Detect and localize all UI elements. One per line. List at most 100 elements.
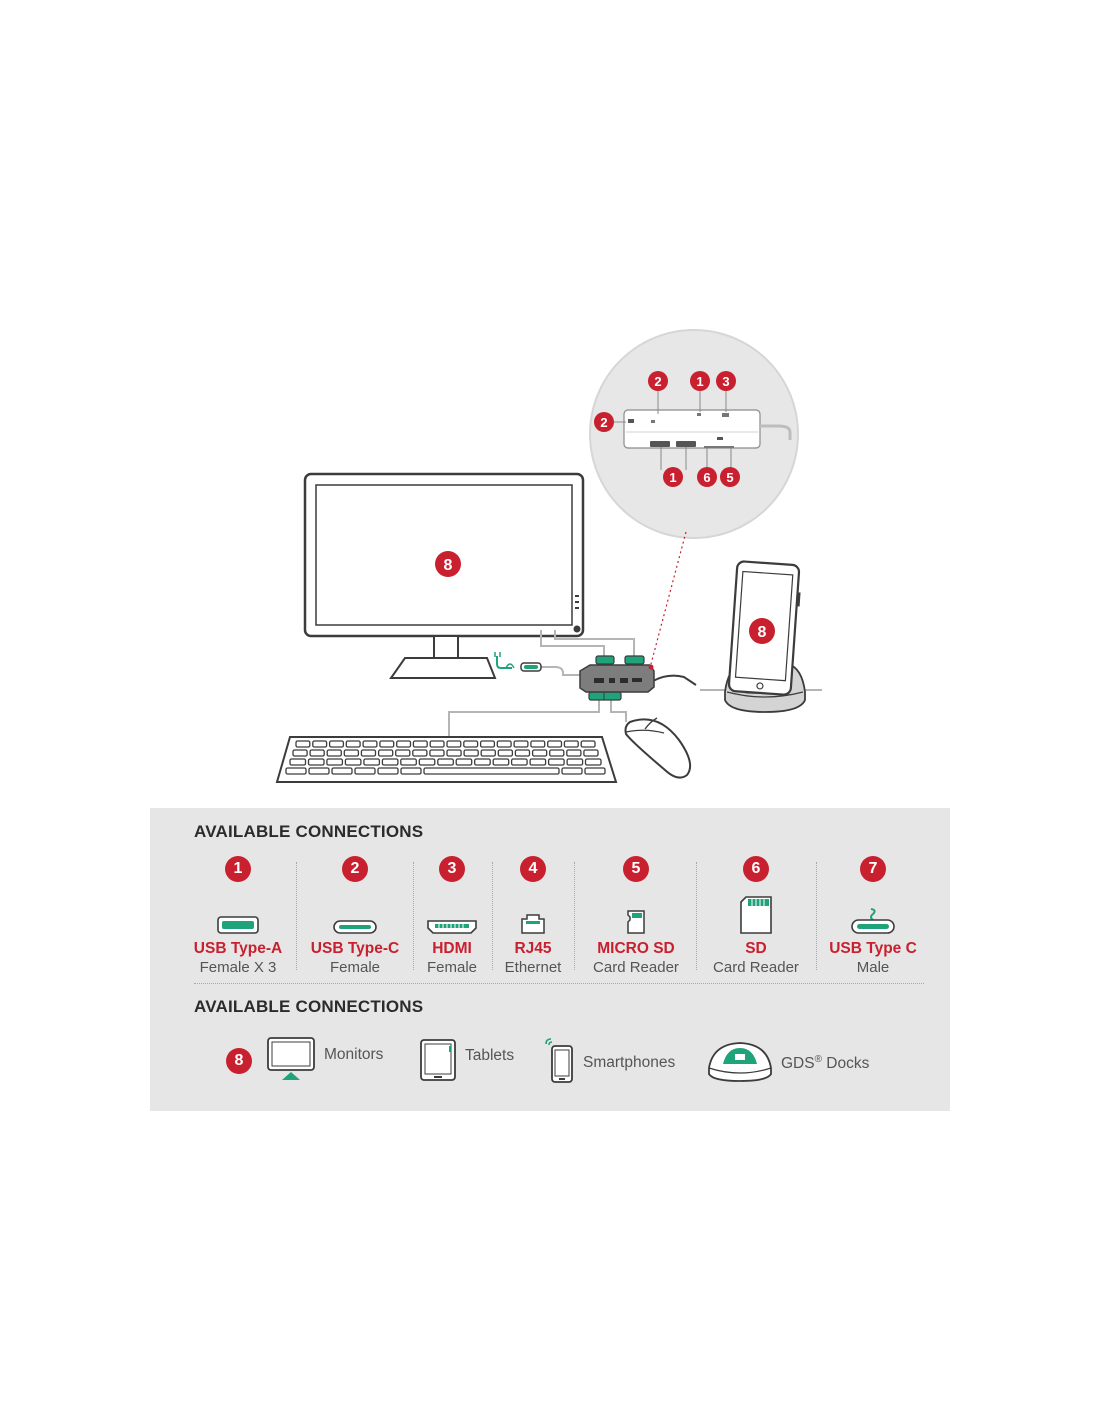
keyboard-key	[285, 767, 307, 775]
connection-name: MICRO SD	[597, 940, 675, 957]
ethernet-port-icon	[500, 894, 566, 934]
hdmi-port-icon	[420, 894, 484, 934]
connection-subtitle: Ethernet	[504, 959, 562, 976]
keyboard-key	[547, 740, 563, 748]
keyboard-key	[514, 749, 531, 757]
sd-card-icon	[706, 894, 806, 934]
callout-bottom-b: 6	[697, 467, 717, 487]
usb-a-port-icon	[190, 894, 286, 934]
keyboard-key	[312, 740, 328, 748]
phone-dock-illustration	[724, 560, 806, 713]
connection-number: 6	[743, 856, 769, 882]
connection-usb-a: 1 USB Type-A Female X 3	[190, 856, 286, 976]
callout-top-a: 2	[648, 371, 668, 391]
device-label: Smartphones	[583, 1053, 676, 1071]
separator	[574, 862, 575, 970]
keyboard-key	[566, 758, 584, 766]
keyboard-key	[549, 749, 565, 757]
keyboard-key	[331, 767, 353, 775]
tablet-icon	[419, 1038, 457, 1087]
svg-text:5: 5	[726, 470, 733, 485]
connection-name: HDMI	[432, 940, 472, 957]
connection-micro-sd: 5 MICRO SD Card Reader	[586, 856, 686, 976]
keyboard-key	[437, 758, 454, 766]
usb-connector-1	[595, 655, 615, 665]
keyboard-key	[326, 749, 342, 757]
hub-zoom-circle	[589, 329, 799, 539]
keyboard-key	[343, 749, 360, 757]
keyboard-key	[583, 749, 599, 757]
connection-name: USB Type C	[829, 940, 917, 957]
keyboard-key	[446, 749, 462, 757]
keyboard-illustration	[275, 736, 618, 783]
callout-monitor: 8	[435, 551, 461, 577]
connection-number: 7	[860, 856, 886, 882]
connection-number: 1	[225, 856, 251, 882]
device-label: Monitors	[324, 1045, 384, 1063]
cables	[448, 630, 822, 742]
device-monitors: Monitors	[266, 1036, 383, 1087]
keyboard-key	[497, 749, 514, 757]
keyboard-key	[492, 758, 510, 766]
separator	[296, 862, 297, 970]
device-label: GDS® Docks	[781, 1054, 869, 1073]
device-label-gds: GDS	[781, 1055, 815, 1073]
micro-sd-card-icon	[586, 894, 686, 934]
keyboard-key	[580, 740, 596, 748]
callout-top-c: 3	[716, 371, 736, 391]
keyboard-key	[363, 758, 381, 766]
keyboard-key	[377, 767, 399, 775]
connection-number: 4	[520, 856, 546, 882]
svg-text:1: 1	[669, 470, 676, 485]
devices-heading: AVAILABLE CONNECTIONS	[194, 997, 424, 1016]
connection-number: 3	[439, 856, 465, 882]
registered-mark: ®	[814, 1053, 822, 1065]
keyboard-key	[295, 740, 311, 748]
keyboard-key	[531, 749, 548, 757]
device-smartphones: Smartphones	[543, 1036, 675, 1089]
keyboard-key	[584, 758, 602, 766]
keyboard-key	[412, 749, 428, 757]
keyboard-key	[463, 749, 479, 757]
mouse-illustration	[624, 717, 692, 779]
connection-subtitle: Male	[856, 959, 890, 976]
keyboard-key	[474, 758, 491, 766]
keyboard-key	[396, 740, 412, 748]
keyboard-key	[446, 740, 462, 748]
devices-number: 8	[226, 1048, 252, 1074]
keyboard-key	[328, 740, 345, 748]
connection-name: RJ45	[514, 940, 552, 957]
keyboard-key	[345, 740, 361, 748]
connection-usb-c: 2 USB Type-C Female	[307, 856, 403, 976]
connection-diagram: 2 1 3 2 1 6 5 8	[275, 329, 822, 783]
connection-name: USB Type-C	[310, 940, 400, 957]
device-label: Tablets	[465, 1046, 515, 1064]
device-gds-docks: GDS® Docks	[707, 1040, 869, 1087]
keyboard-key	[480, 749, 496, 757]
section-divider	[194, 983, 924, 984]
keyboard-key	[463, 740, 479, 748]
callout-side: 2	[594, 412, 614, 432]
keyboard-key	[530, 740, 546, 748]
svg-text:3: 3	[722, 374, 729, 389]
hub-illustration	[579, 664, 655, 693]
connection-subtitle: Female	[329, 959, 381, 976]
separator	[492, 862, 493, 970]
connection-name: USB Type-A	[193, 940, 283, 957]
keyboard-key	[289, 758, 307, 766]
connection-number: 5	[623, 856, 649, 882]
keyboard-key	[292, 749, 308, 757]
keyboard-key	[418, 758, 436, 766]
monitor-icon	[266, 1036, 316, 1087]
connection-usb-c-male: 7 USB Type C Male	[824, 856, 922, 976]
dock-icon	[707, 1040, 773, 1087]
keyboard-key	[584, 767, 606, 775]
connections-heading: AVAILABLE CONNECTIONS	[194, 822, 424, 841]
keyboard-key	[360, 749, 377, 757]
keyboard-key	[455, 758, 473, 766]
callout-phone: 8	[749, 618, 775, 644]
connection-subtitle: Card Reader	[593, 959, 679, 976]
keyboard-key	[513, 740, 529, 748]
connection-rj45: 4 RJ45 Ethernet	[500, 856, 566, 976]
callout-bottom-a: 1	[663, 467, 683, 487]
